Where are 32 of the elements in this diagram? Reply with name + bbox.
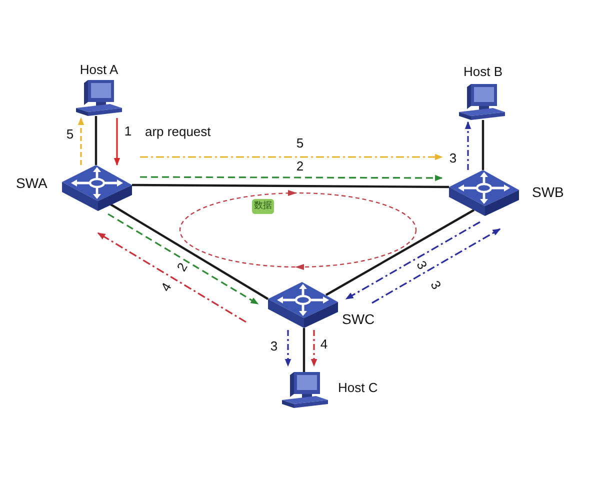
arrow: [114, 118, 120, 166]
edge-label: 3: [448, 150, 458, 166]
data-tag: 数据: [252, 199, 274, 214]
link-line: [482, 120, 484, 170]
link-line: [109, 203, 269, 300]
edge-label: 1: [123, 124, 133, 138]
node-label: SWB: [532, 185, 565, 200]
annotation: arp request: [145, 124, 211, 139]
arrow: [108, 213, 259, 305]
arrow: [372, 228, 501, 304]
edge-label: 3: [269, 338, 279, 354]
edge-label: 4: [319, 336, 329, 352]
link-line: [94, 116, 98, 165]
arrow: [140, 174, 443, 182]
node-label: Host A: [78, 62, 120, 77]
arrow: [345, 221, 480, 300]
node-label: SWA: [16, 176, 48, 191]
arrow: [140, 154, 443, 160]
node-label: SWC: [342, 312, 376, 327]
node-label: Host B: [462, 64, 504, 79]
link-line: [132, 184, 449, 188]
edge-label: 2: [295, 158, 305, 174]
arrow: [78, 117, 84, 165]
edge-label: 5: [295, 136, 305, 150]
arrow: [464, 121, 472, 170]
link-line: [325, 209, 475, 296]
link-line: [302, 328, 306, 372]
edge-label: 5: [65, 126, 75, 142]
arrow: [97, 232, 246, 323]
arrow: [310, 330, 318, 367]
arrow: [284, 330, 292, 367]
node-label: Host C: [338, 380, 379, 395]
